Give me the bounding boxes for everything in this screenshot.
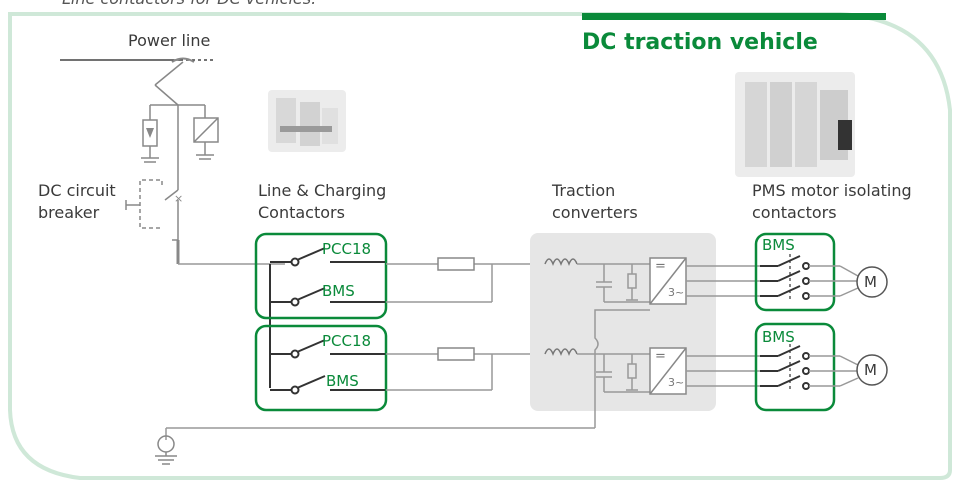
title-accent-bar — [582, 13, 886, 20]
power-line-label: Power line — [128, 31, 211, 50]
line-contactor-photo — [268, 90, 346, 152]
page-title: DC traction vehicle — [582, 30, 818, 55]
svg-text:×: × — [174, 192, 183, 205]
resistor-bottom — [437, 347, 475, 361]
contactor-group-bottom — [254, 324, 388, 412]
filter-icon — [193, 117, 219, 143]
caption: Line contactors for DC vehicles. — [62, 0, 316, 10]
resistor-top — [437, 257, 475, 271]
frame-border — [8, 12, 952, 480]
breaker-linkage — [139, 179, 163, 229]
motor-top-icon — [856, 266, 888, 298]
line-charging-label-1: Line & Charging — [258, 181, 387, 200]
dc-breaker-label-2: breaker — [38, 203, 100, 222]
pms-contactor-top — [754, 232, 836, 312]
converter-top-dc: = — [655, 259, 666, 274]
inductor-top — [544, 258, 578, 267]
traction-label-2: converters — [552, 203, 638, 222]
contactor-label-pcc18-top: PCC18 — [322, 240, 372, 258]
pantograph-icon — [171, 57, 195, 63]
inductor-bottom — [544, 348, 578, 357]
pms-label-bms-top: BMS — [762, 236, 795, 254]
pms-label-bms-bottom: BMS — [762, 328, 795, 346]
pms-label-1: PMS motor isolating — [752, 181, 912, 200]
line-charging-label-2: Contactors — [258, 203, 345, 222]
motor-bottom-label: M — [864, 361, 877, 379]
pms-contactor-photo — [735, 72, 855, 177]
converter-bottom-dc: = — [655, 349, 666, 364]
motor-top-label: M — [864, 273, 877, 291]
motor-bottom-icon — [856, 354, 888, 386]
converter-bottom-ac: 3~ — [668, 376, 685, 389]
pms-label-2: contactors — [752, 203, 837, 222]
contactor-label-bms-bottom: BMS — [326, 372, 359, 390]
dc-breaker-label-1: DC circuit — [38, 181, 116, 200]
traction-label-1: Traction — [552, 181, 616, 200]
contactor-group-top — [254, 232, 388, 320]
contactor-label-bms-top: BMS — [322, 282, 355, 300]
pms-contactor-bottom — [754, 322, 836, 412]
contactor-label-pcc18-bottom: PCC18 — [322, 332, 372, 350]
converter-top-ac: 3~ — [668, 286, 685, 299]
